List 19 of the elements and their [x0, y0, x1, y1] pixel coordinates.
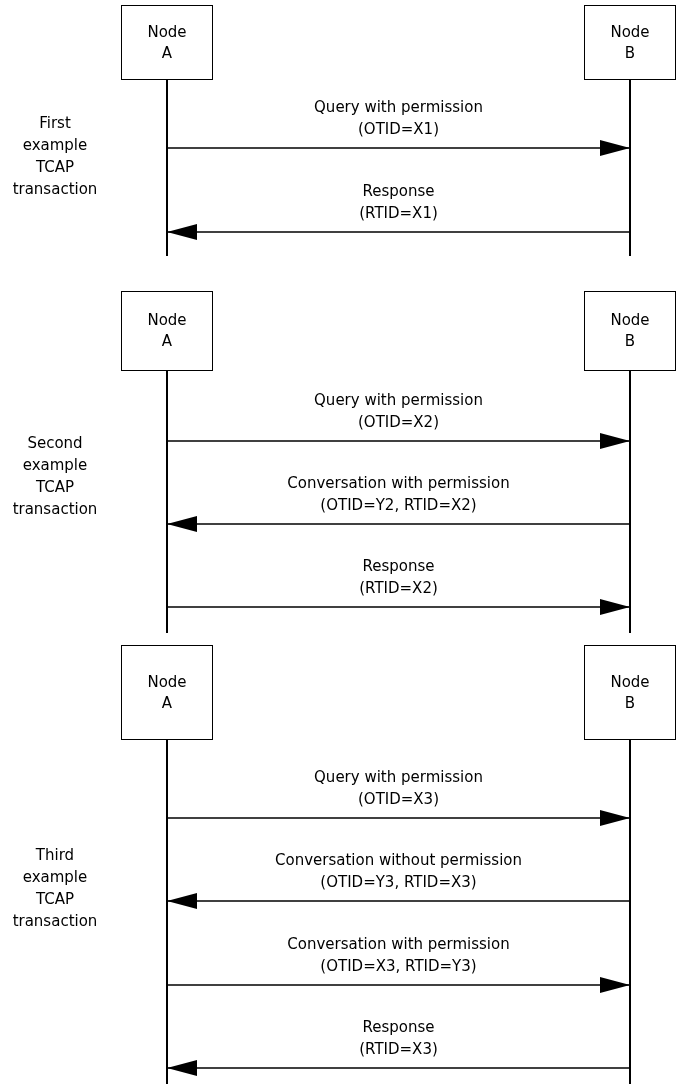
message-arrow — [166, 516, 631, 532]
message-arrow — [166, 224, 631, 240]
participant-box: Node A — [121, 5, 213, 80]
participant-box: Node A — [121, 645, 213, 740]
participant-box: Node B — [584, 291, 676, 371]
participant-box: Node B — [584, 5, 676, 80]
participant-box: Node A — [121, 291, 213, 371]
participant-box: Node B — [584, 645, 676, 740]
message-arrow — [166, 140, 631, 156]
transaction-caption: Second example TCAP transaction — [11, 433, 99, 520]
message-arrow — [166, 810, 631, 826]
message-arrow — [166, 1060, 631, 1076]
message-arrow — [166, 893, 631, 909]
transaction-caption: First example TCAP transaction — [11, 113, 99, 200]
message-arrow — [166, 599, 631, 615]
lifeline — [584, 645, 676, 1084]
message-arrow — [166, 433, 631, 449]
message-arrow — [166, 977, 631, 993]
transaction-caption: Third example TCAP transaction — [11, 845, 99, 932]
